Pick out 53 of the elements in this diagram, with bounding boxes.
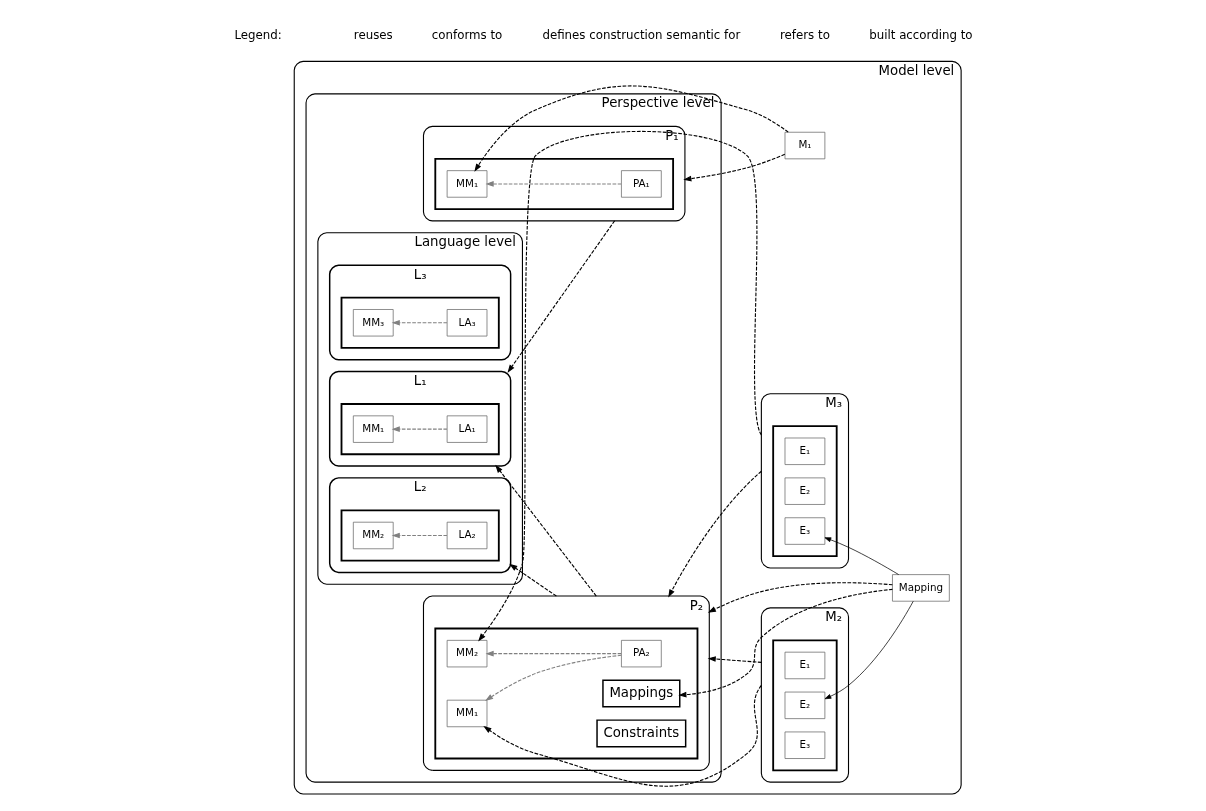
arrow: [824, 537, 899, 575]
node-box: Mapping: [891, 574, 950, 602]
arrow: [506, 220, 615, 373]
node-box: E₂: [784, 691, 825, 719]
node-box: LA₂: [446, 521, 487, 550]
arrow: [482, 684, 762, 787]
cluster: [433, 627, 698, 760]
cluster: [340, 403, 500, 456]
node-box: MM₂: [446, 640, 487, 668]
node-box: E₁: [784, 651, 825, 680]
node-box: MM₁: [352, 415, 394, 443]
cluster: [433, 157, 674, 210]
arrow: [391, 426, 448, 432]
node-box: M₁: [784, 131, 825, 160]
legend-label: refers to: [779, 28, 830, 43]
arrow: [707, 582, 893, 613]
legend-label: conforms to: [431, 28, 502, 43]
node-box: PA₁: [620, 170, 662, 198]
legend-label: built according to: [868, 28, 973, 43]
node-box: MM₃: [352, 309, 394, 337]
node-box: MM₂: [352, 521, 394, 550]
node-box: MM₁: [446, 170, 487, 198]
label: Legend:: [233, 28, 282, 43]
node-box: E₁: [784, 437, 825, 465]
arrow: [508, 563, 557, 597]
node-box: E₃: [784, 517, 825, 545]
arrow: [494, 464, 597, 597]
arrow: [477, 130, 762, 642]
node-box: E₂: [784, 477, 825, 505]
node-box: LA₁: [446, 415, 487, 443]
cluster: [340, 296, 500, 349]
node-box: Constraints: [595, 719, 686, 748]
node-box: E₃: [784, 731, 825, 759]
arrow: [667, 470, 762, 598]
legend-label: reuses: [353, 28, 393, 43]
node-box: Mappings: [601, 679, 680, 708]
arrow: [707, 656, 762, 663]
arrow: [473, 85, 789, 172]
arrow: [484, 654, 622, 701]
cluster: [771, 639, 838, 772]
arrow: [677, 588, 893, 698]
arrow: [682, 153, 785, 182]
arrow: [391, 319, 448, 326]
cluster: [771, 425, 838, 558]
node-box: MM₁: [446, 699, 487, 728]
arrow: [824, 600, 914, 700]
arrow: [485, 181, 622, 187]
node-box: PA₂: [620, 640, 662, 668]
cluster: [340, 509, 500, 562]
node-box: LA₃: [446, 309, 487, 337]
arrow: [391, 532, 448, 539]
arrow: [485, 650, 622, 657]
legend-label: defines construction semantic for: [541, 28, 740, 43]
